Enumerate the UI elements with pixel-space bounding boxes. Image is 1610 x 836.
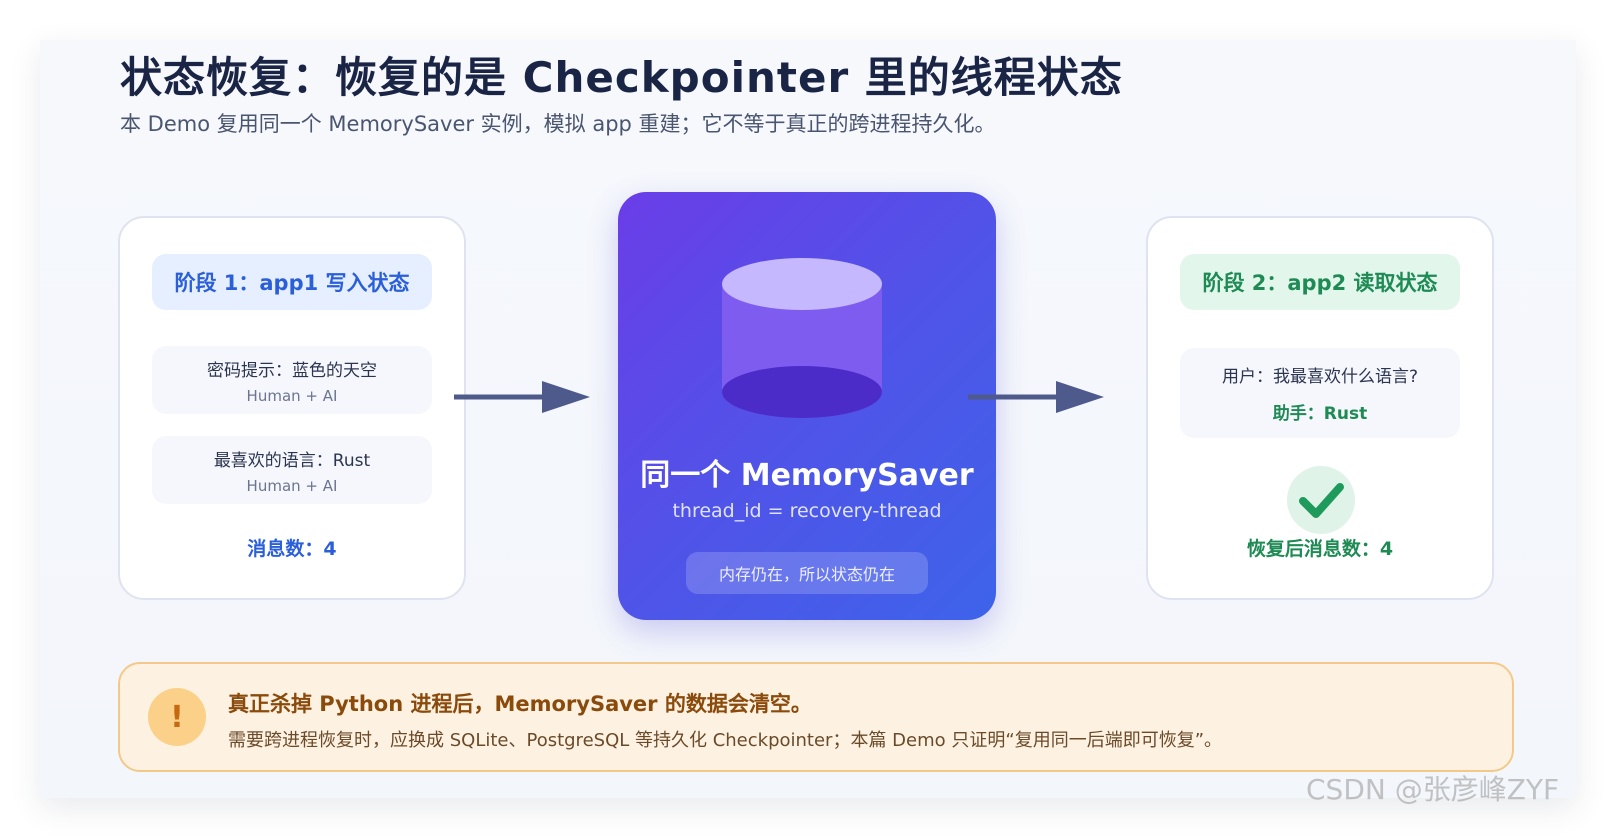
warning-title: 真正杀掉 Python 进程后，MemorySaver 的数据会清空。 bbox=[228, 692, 812, 716]
stage1-message-2: 最喜欢的语言：Rust Human + AI bbox=[152, 436, 432, 504]
arrow-right-icon bbox=[968, 381, 1104, 413]
slide: 状态恢复：恢复的是 Checkpointer 里的线程状态 本 Demo 复用同… bbox=[40, 40, 1576, 798]
stage1-message-2-text: 最喜欢的语言：Rust bbox=[213, 450, 371, 471]
stage2-message: 用户：我最喜欢什么语言? 助手：Rust bbox=[1180, 348, 1460, 438]
stage1-message-1-text: 密码提示：蓝色的天空 bbox=[207, 360, 377, 381]
memory-saver-block: 同一个 MemorySaver thread_id = recovery-thr… bbox=[618, 192, 996, 620]
stage2-user-text: 用户：我最喜欢什么语言? bbox=[1221, 367, 1419, 387]
warning-icon: ! bbox=[148, 688, 206, 746]
stage1-label: 阶段 1：app1 写入状态 bbox=[152, 254, 432, 310]
arrow-right-icon bbox=[454, 381, 590, 413]
stage2-label: 阶段 2：app2 读取状态 bbox=[1180, 254, 1460, 310]
stage2-assistant-text: 助手：Rust bbox=[1272, 404, 1368, 424]
database-icon bbox=[722, 258, 882, 418]
stage2-count: 恢复后消息数：4 bbox=[1246, 538, 1394, 560]
stage1-message-1: 密码提示：蓝色的天空 Human + AI bbox=[152, 346, 432, 414]
warning-banner: ! 真正杀掉 Python 进程后，MemorySaver 的数据会清空。 需要… bbox=[118, 662, 1514, 772]
warning-body: 需要跨进程恢复时，应换成 SQLite、PostgreSQL 等持久化 Chec… bbox=[228, 730, 1223, 751]
page-title: 状态恢复：恢复的是 Checkpointer 里的线程状态 bbox=[120, 53, 1123, 102]
stage1-card: 阶段 1：app1 写入状态 密码提示：蓝色的天空 Human + AI 最喜欢… bbox=[118, 216, 466, 600]
memory-note: 内存仍在，所以状态仍在 bbox=[686, 552, 928, 594]
stage1-message-1-meta: Human + AI bbox=[246, 386, 338, 405]
stage1-message-2-meta: Human + AI bbox=[246, 476, 338, 495]
stage1-count: 消息数：4 bbox=[247, 538, 337, 560]
check-icon bbox=[1287, 466, 1355, 534]
thread-id-label: thread_id = recovery-thread bbox=[672, 500, 942, 522]
watermark: CSDN @张彦峰ZYF bbox=[1306, 773, 1560, 806]
memory-saver-title: 同一个 MemorySaver bbox=[640, 458, 974, 493]
page-subtitle: 本 Demo 复用同一个 MemorySaver 实例，模拟 app 重建；它不… bbox=[120, 112, 996, 136]
stage2-card: 阶段 2：app2 读取状态 用户：我最喜欢什么语言? 助手：Rust 恢复后消… bbox=[1146, 216, 1494, 600]
